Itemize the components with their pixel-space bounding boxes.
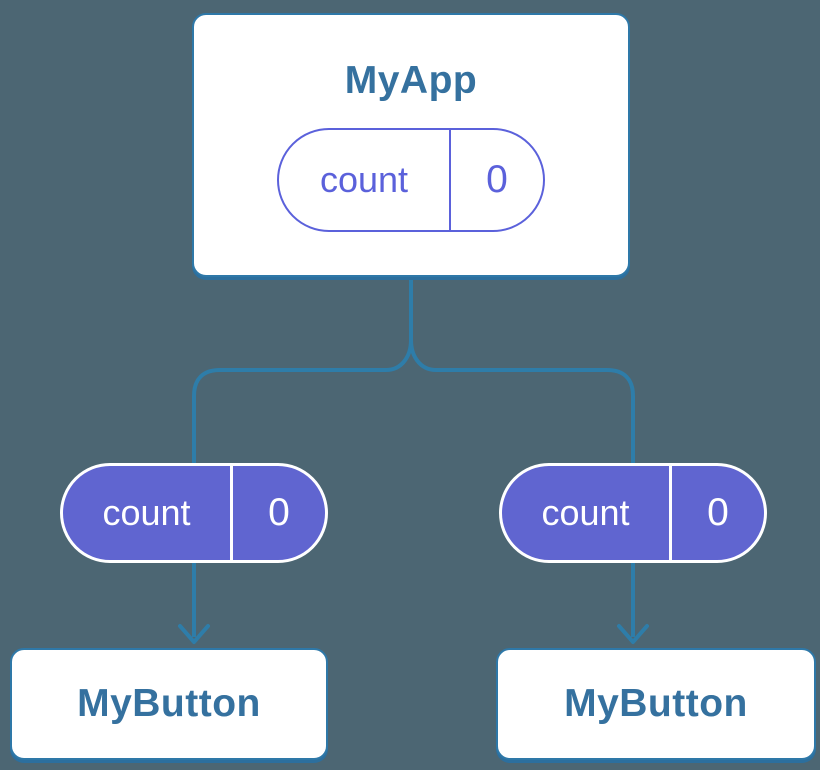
state-pill-root: count 0 xyxy=(277,128,545,232)
state-label: count xyxy=(102,492,191,533)
arrow-down-icon xyxy=(178,624,210,644)
component-card-mybutton-left: MyButton xyxy=(10,648,328,760)
state-pill-right-prop: count 0 xyxy=(499,463,767,563)
component-card-mybutton-right: MyButton xyxy=(496,648,816,760)
state-value-cell: 0 xyxy=(669,466,764,560)
state-value-cell: 0 xyxy=(230,466,325,560)
state-label: count xyxy=(319,159,409,200)
component-title: MyButton xyxy=(564,682,748,725)
component-card-myapp: MyApp count 0 xyxy=(192,13,630,277)
component-title: MyApp xyxy=(344,59,478,102)
state-pill-left-prop: count 0 xyxy=(60,463,328,563)
state-value: 0 xyxy=(486,158,508,201)
component-title: MyButton xyxy=(77,682,261,725)
arrow-down-icon xyxy=(617,624,649,644)
state-label: count xyxy=(541,492,630,533)
connector-branch-right xyxy=(409,276,635,637)
state-value-cell: 0 xyxy=(449,130,543,230)
state-value: 0 xyxy=(268,491,290,534)
connector-branch-left xyxy=(192,276,413,637)
state-value: 0 xyxy=(707,491,729,534)
